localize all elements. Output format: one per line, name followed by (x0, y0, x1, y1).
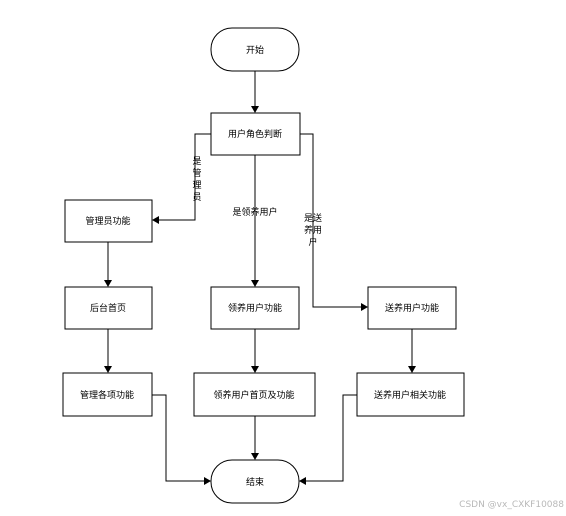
node-backend-home: 后台首页 (64, 286, 153, 330)
node-foster-related-label: 送养用户相关功能 (374, 389, 446, 401)
edge-label-admin-line: 理 (192, 180, 201, 191)
edge-label-admin-line: 是 (192, 156, 201, 167)
edge-label-admin-line: 员 (192, 192, 201, 203)
arrowhead (299, 477, 306, 485)
watermark: CSDN @vx_CXKF10088 (459, 500, 564, 510)
node-admin-label: 管理员功能 (85, 215, 130, 227)
node-start: 开始 (210, 27, 300, 72)
edges (104, 71, 416, 485)
arrowhead (251, 366, 259, 373)
node-adopt-home-label: 领养用户首页及功能 (213, 389, 294, 401)
node-adopt-user: 领养用户功能 (210, 286, 300, 330)
arrowhead (251, 280, 259, 287)
edge-label-admin-line: 管 (192, 167, 201, 179)
node-end: 结束 (210, 459, 300, 504)
edge-role-to-foster (300, 133, 361, 308)
edge-items-to-end (152, 394, 204, 482)
edge-label-foster: 是送 养用 户 (304, 212, 322, 248)
node-admin-items: 管理各项功能 (62, 372, 153, 417)
node-admin: 管理员功能 (64, 199, 153, 243)
node-adopt-home: 领养用户首页及功能 (193, 372, 316, 417)
edge-label-foster-line: 养用 (304, 224, 322, 236)
arrowhead (251, 106, 259, 113)
node-foster-related: 送养用户相关功能 (356, 372, 465, 417)
arrowhead (104, 366, 112, 373)
node-backend-home-label: 后台首页 (90, 302, 126, 314)
node-end-label: 结束 (246, 476, 264, 488)
arrowhead (204, 477, 211, 485)
arrowhead (152, 216, 159, 224)
node-role-judge: 用户角色判断 (210, 112, 301, 156)
node-role-judge-label: 用户角色判断 (228, 128, 282, 140)
arrowhead (251, 453, 259, 460)
edge-label-adopt: 是领养用户 (232, 206, 277, 218)
node-admin-items-label: 管理各项功能 (80, 389, 134, 401)
arrowhead (361, 303, 368, 311)
node-foster-user-label: 送养用户功能 (385, 302, 439, 314)
edge-label-foster-line: 户 (308, 236, 317, 248)
arrowhead (104, 280, 112, 287)
node-adopt-user-label: 领养用户功能 (228, 302, 282, 314)
arrowhead (408, 366, 416, 373)
edge-label-admin: 是 管 理 员 (192, 156, 201, 203)
edge-role-to-admin (159, 133, 211, 221)
edge-label-foster-line: 是送 (304, 212, 322, 224)
node-start-label: 开始 (246, 44, 264, 56)
node-foster-user: 送养用户功能 (367, 286, 457, 330)
edge-related-to-end (306, 394, 357, 482)
